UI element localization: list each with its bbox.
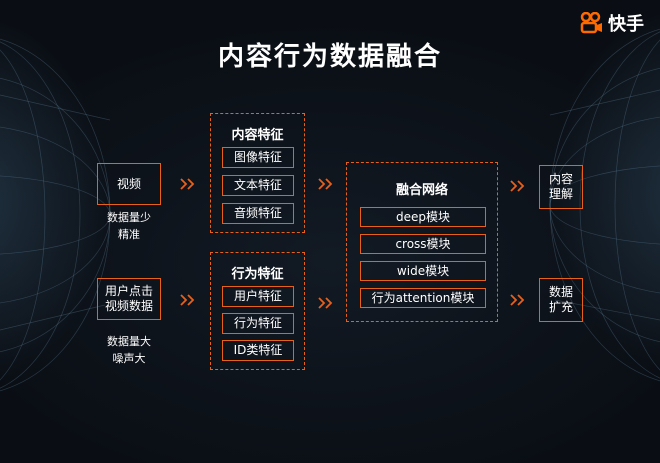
behavior-features-title: 行为特征 (231, 267, 284, 282)
fusion-module-item: deep模块 (360, 207, 486, 227)
double-chevron-right-icon (510, 294, 525, 306)
behavior-feature-item: 用户特征 (222, 286, 294, 307)
fusion-module-item: 行为attention模块 (360, 288, 486, 308)
input-video-box: 视频 (97, 163, 161, 205)
content-features-group: 内容特征 (210, 113, 305, 233)
page-title: 内容行为数据融合 (217, 42, 442, 72)
input-click-label-line2: 视频数据 (104, 299, 153, 313)
left-globe-decoration (0, 38, 111, 392)
fusion-module-item: wide模块 (360, 261, 486, 281)
input-video-note-line1: 数据量少 (107, 211, 151, 224)
input-click-label-line1: 用户点击 (104, 284, 153, 298)
double-chevron-right-icon (180, 178, 195, 190)
behavior-feature-item: ID类特征 (222, 340, 294, 361)
behavior-feature-item: 行为特征 (222, 313, 294, 334)
content-feature-item: 音频特征 (222, 203, 294, 224)
double-chevron-right-icon (180, 294, 195, 306)
fusion-network-title: 融合网络 (395, 183, 448, 198)
output-data-augmentation: 数据 扩充 (539, 278, 583, 322)
right-globe-decoration (549, 28, 660, 382)
content-feature-item: 图像特征 (222, 147, 294, 168)
fusion-module-item: cross模块 (360, 234, 486, 254)
input-video-note-line2: 精准 (118, 228, 140, 241)
input-click-note: 数据量大 噪声大 (97, 333, 161, 367)
fusion-network-group: 融合网络 (346, 162, 498, 322)
output-content-understanding: 内容 理解 (539, 165, 583, 209)
input-video-label: 视频 (116, 176, 141, 191)
input-click-note-line2: 噪声大 (112, 352, 146, 365)
kuaishou-logo-icon (580, 12, 602, 34)
double-chevron-right-icon (318, 178, 333, 190)
output-data-augmentation-line2: 扩充 (548, 300, 573, 314)
logo-text: 快手 (608, 14, 644, 35)
behavior-features-group: 行为特征 (210, 252, 305, 370)
output-content-understanding-line1: 内容 (548, 172, 573, 186)
double-chevron-right-icon (510, 180, 525, 192)
input-click-box: 用户点击 视频数据 (97, 278, 161, 320)
content-features-title: 内容特征 (231, 128, 284, 143)
output-data-augmentation-line1: 数据 (548, 285, 573, 299)
input-video-note: 数据量少 精准 (97, 209, 161, 243)
input-click-note-line1: 数据量大 (107, 335, 151, 348)
brand-logo: 快手 (580, 10, 644, 36)
content-feature-item: 文本特征 (222, 175, 294, 196)
double-chevron-right-icon (318, 297, 333, 309)
output-content-understanding-line2: 理解 (548, 187, 573, 201)
